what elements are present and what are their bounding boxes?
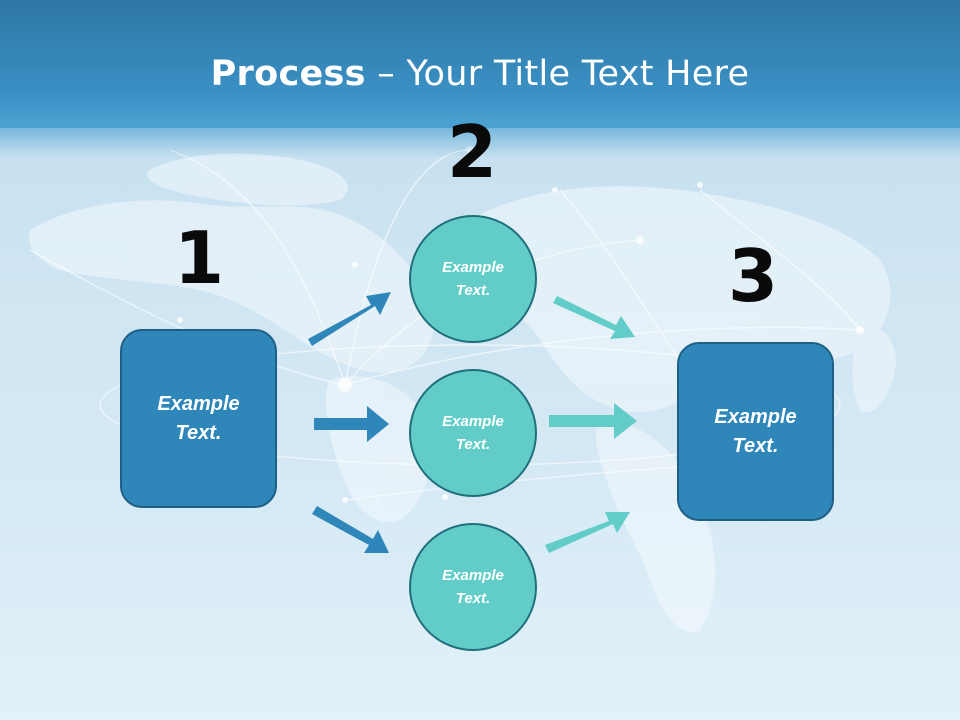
title-bar-fade — [0, 118, 960, 158]
step-1-text-line1: Example — [157, 392, 240, 415]
circle-middle-text-line2: Text. — [455, 436, 491, 453]
step-2-circle-middle: Example Text. — [409, 369, 537, 497]
arrow-top-to-3 — [553, 296, 635, 339]
circle-top-text-line1: Example — [442, 259, 504, 276]
step-number-2: 2 — [446, 110, 498, 194]
arrow-1-to-bottom — [312, 506, 389, 553]
step-1-box: Example Text. — [120, 329, 277, 508]
step-2-circle-bottom: Example Text. — [409, 523, 537, 651]
title-bold: Process — [210, 54, 366, 94]
circle-bottom-text-line1: Example — [442, 567, 504, 584]
step-number-3: 3 — [727, 234, 779, 318]
step-3-text-line1: Example — [714, 405, 797, 428]
circle-top-text-line2: Text. — [455, 282, 491, 299]
step-1-text-line2: Text. — [175, 421, 222, 444]
arrow-bottom-to-3 — [545, 512, 630, 553]
step-number-1: 1 — [173, 216, 225, 300]
title-bar — [0, 0, 960, 128]
circle-middle-text-line1: Example — [442, 413, 504, 430]
step-2-circle-top: Example Text. — [409, 215, 537, 343]
circle-bottom-text-line2: Text. — [455, 590, 491, 607]
step-3-text-line2: Text. — [732, 434, 779, 457]
arrow-middle-to-3 — [549, 403, 637, 439]
title-rest: – Your Title Text Here — [365, 54, 750, 94]
arrow-1-to-middle — [314, 406, 389, 442]
slide-title: Process – Your Title Text Here — [0, 52, 960, 96]
step-3-box: Example Text. — [677, 342, 834, 521]
arrow-1-to-top — [308, 292, 391, 346]
